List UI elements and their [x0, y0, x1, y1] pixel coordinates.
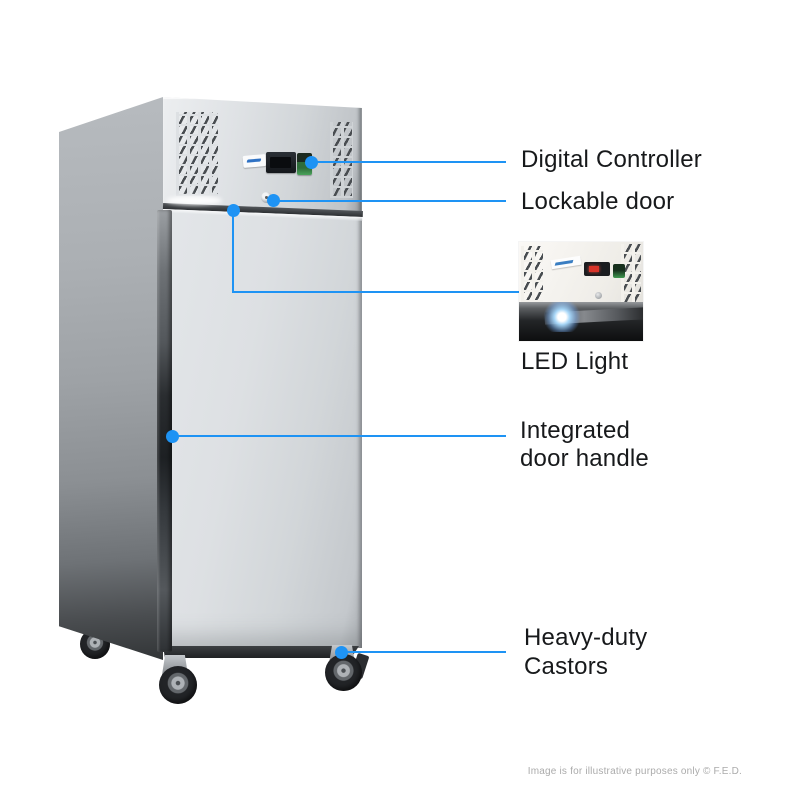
label-integrated-door-handle-line1: Integrated: [520, 417, 631, 444]
callout-line-led-light-vertical: [232, 210, 234, 293]
led-light-inset-photo: [519, 242, 643, 341]
brand-logo-mark: [246, 158, 262, 163]
inset-green-button: [613, 264, 625, 278]
fridge-side-panel: [59, 97, 163, 660]
label-digital-controller: Digital Controller: [521, 146, 702, 174]
label-integrated-door-handle-line2: door handle: [520, 445, 649, 472]
keyhole-icon: [265, 196, 268, 199]
label-digital-controller-text: Digital Controller: [521, 146, 702, 173]
castor-wheel-front-left: [159, 666, 197, 704]
callout-dot-led-light: [227, 204, 240, 217]
inset-door-lock: [595, 292, 602, 299]
inset-controller-digits: [589, 266, 599, 272]
callout-line-digital-controller: [311, 161, 506, 163]
inset-door-opening: [519, 302, 643, 341]
inset-brand-logo-mark: [554, 259, 574, 266]
label-led-light-text: LED Light: [521, 348, 629, 375]
callout-dot-digital-controller: [305, 156, 318, 169]
callout-line-castors: [341, 651, 506, 653]
watermark-text: Image is for illustrative purposes only …: [527, 766, 742, 777]
callout-line-door-handle: [172, 435, 506, 437]
led-glow: [541, 302, 583, 332]
label-led-light: LED Light: [521, 348, 628, 376]
label-integrated-door-handle: Integrated door handle: [520, 417, 649, 473]
label-heavy-duty-castors-line2: Castors: [524, 653, 609, 680]
hinge-highlight: [167, 196, 222, 205]
inset-vent-left: [521, 246, 543, 302]
inset-controller-display: [584, 262, 610, 276]
callout-dot-castors: [335, 646, 348, 659]
label-heavy-duty-castors-line1: Heavy-duty: [524, 624, 648, 651]
callout-line-led-light-horizontal: [232, 291, 519, 293]
label-lockable-door-text: Lockable door: [521, 188, 675, 215]
callout-dot-lockable-door: [267, 194, 280, 207]
label-lockable-door: Lockable door: [521, 188, 674, 216]
callout-line-lockable-door: [273, 200, 506, 202]
castor-wheel-front-right: [325, 654, 362, 691]
inset-vent-right: [621, 244, 641, 304]
digital-controller-display: [266, 152, 296, 173]
vent-grille-left: [176, 112, 218, 196]
fridge-door: [163, 207, 362, 648]
controller-screen: [270, 157, 291, 168]
door-lock-cylinder: [261, 192, 272, 203]
callout-dot-door-handle: [166, 430, 179, 443]
fridge-underside-shadow: [163, 646, 359, 658]
brand-sticker: [242, 154, 267, 168]
label-heavy-duty-castors: Heavy-duty Castors: [524, 623, 647, 681]
integrated-door-handle-strip: [157, 210, 172, 652]
vent-grille-right: [330, 122, 353, 198]
